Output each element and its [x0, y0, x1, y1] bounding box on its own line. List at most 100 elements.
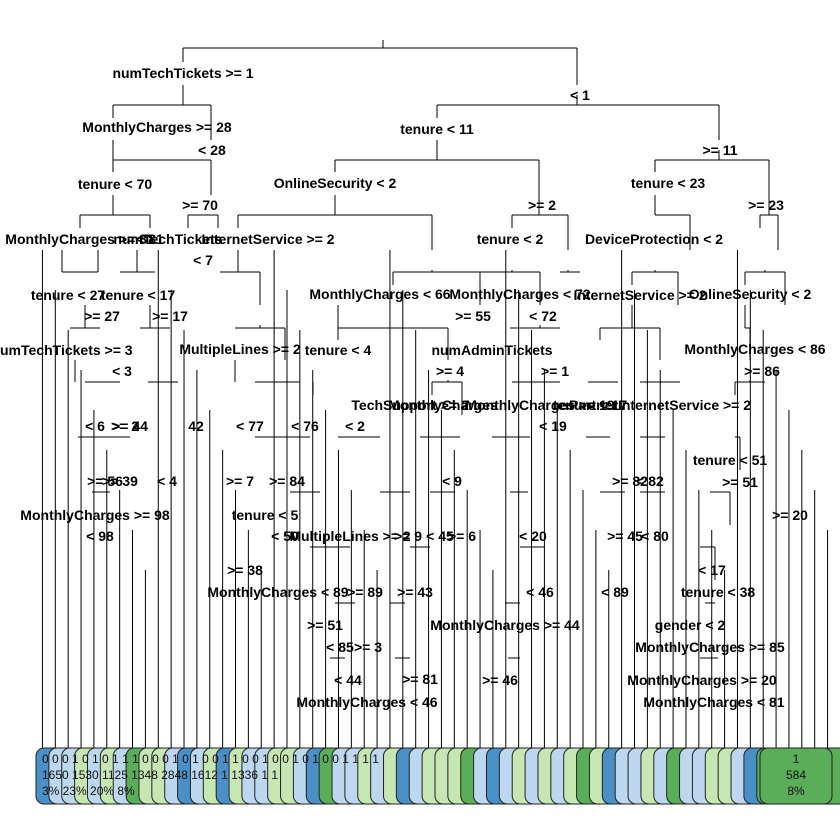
split-label: >= 86	[744, 363, 780, 379]
split-label: DeviceProtection < 2	[585, 231, 723, 247]
split-label: >= 84	[269, 473, 305, 489]
split-label: < 46	[526, 584, 554, 600]
split-label: OnlineSecurity < 2	[274, 175, 397, 191]
leaf-percent-label-rightmost: 8%	[787, 784, 805, 798]
split-label: < 4	[157, 473, 177, 489]
split-label: >= 70	[182, 197, 218, 213]
split-label: >= 55	[455, 308, 491, 324]
leaf-node-box-rightmost	[759, 747, 833, 805]
split-label: >= 27	[84, 308, 120, 324]
split-label: >= 89	[347, 584, 383, 600]
leaf-count-label-rightmost: 584	[786, 768, 806, 782]
split-label: MonthlyCharges >= 81	[5, 231, 155, 247]
split-label: MonthlyCharges >= 44	[430, 617, 580, 633]
split-label: < 19	[539, 418, 567, 434]
split-label: MonthlyCharges < 81	[643, 694, 784, 710]
split-label: TechSupport >= 2	[351, 397, 468, 413]
split-label: < 45	[426, 528, 454, 544]
split-label: >= 7	[226, 473, 254, 489]
split-label: < 3	[112, 363, 132, 379]
split-label: >= 2	[111, 418, 139, 434]
split-label: >= 9	[394, 528, 422, 544]
split-label: numTechTickets	[113, 231, 222, 247]
split-label: >= 46	[482, 672, 518, 688]
split-label: tenure < 51	[693, 452, 768, 468]
split-label: MonthlyCharges >= 28	[82, 119, 232, 135]
split-label: < 44	[334, 672, 362, 688]
split-label: MonthlyCharges < 66	[309, 286, 450, 302]
split-label: >= 56	[87, 473, 123, 489]
split-label: >= 51	[722, 474, 758, 490]
split-label: MonthlyCharges < 86	[684, 341, 825, 357]
split-label: < 85	[326, 639, 354, 655]
split-label: >= 51	[307, 617, 343, 633]
split-label: tenure < 17	[101, 287, 176, 303]
split-label: >= 45	[607, 528, 643, 544]
split-label: < 7	[193, 252, 213, 268]
split-label: < 89	[601, 584, 629, 600]
split-label: < 17	[698, 562, 726, 578]
split-label: MonthlyCharges >= 20	[627, 672, 777, 688]
split-label: >= 11	[702, 142, 737, 158]
split-label: MonthlyCharges >= 19	[465, 397, 615, 413]
split-label: >= 17	[152, 308, 188, 324]
split-label: tenure < 4	[305, 342, 372, 358]
leaf-percent-row: 3% 23% 20% 8%	[42, 784, 135, 798]
split-label: numTechTickets >= 3	[0, 342, 133, 358]
split-label: < 77	[236, 418, 264, 434]
split-label: InternetService >= 2	[201, 231, 334, 247]
split-label: >= 1	[541, 363, 569, 379]
split-label: < 76	[291, 418, 319, 434]
split-label: tenure < 17	[553, 397, 628, 413]
split-label: >= 81	[402, 671, 438, 687]
split-label: < 81	[136, 231, 164, 247]
split-label: tenure < 27	[31, 287, 106, 303]
split-label: >= 39	[102, 473, 138, 489]
leaf-class-label-rightmost: 1	[793, 752, 800, 766]
split-label: PartnerInternetService >= 2	[569, 397, 751, 413]
split-label: MonthlyCharges < 89	[207, 584, 348, 600]
leaf-row: 1 584 8% 0 0 0 1 0 1 0 1 1 1 0 0 0 1 0 1 0 …	[35, 747, 840, 805]
split-label: 42	[188, 418, 204, 434]
split-label: MultipleLines >= 2	[289, 528, 411, 544]
split-label: tenure < 23	[631, 175, 706, 191]
leaf-count-row: 1650 1530 1125 1348 2848 1612 1 1336 1 1	[42, 768, 278, 782]
split-label: < 9	[442, 473, 462, 489]
split-label: >= 44	[112, 418, 148, 434]
split-label: gender < 2	[655, 617, 726, 633]
split-label: tenure < 2	[477, 231, 544, 247]
split-label: MonthlyCharges < 46	[296, 694, 437, 710]
split-label: >= 20	[772, 507, 808, 523]
split-label: tenure < 11	[400, 121, 474, 137]
split-label: MultipleLines >= 2	[179, 341, 301, 357]
split-label: tenure < 70	[78, 176, 153, 192]
split-label: MonthlyCharges >= 98	[20, 507, 170, 523]
split-label: tenure < 5	[232, 507, 299, 523]
leaf-class-row: 0 0 0 1 0 1 0 1 1 1 0 0 0 1 0 1 0 0 1 1 …	[42, 752, 379, 766]
split-label: >= 4	[436, 363, 464, 379]
split-label: < 1	[570, 87, 590, 103]
split-label: >= 6	[448, 528, 476, 544]
split-label: MonthlyCharges >= 85	[635, 639, 785, 655]
split-label: >= 2	[528, 197, 556, 213]
split-label: < 82	[636, 473, 664, 489]
split-label: numTechTickets >= 1	[112, 65, 253, 81]
split-label: < 20	[519, 528, 547, 544]
split-label: < 98	[86, 528, 114, 544]
split-label: < 80	[641, 528, 669, 544]
split-label: >= 82	[612, 473, 648, 489]
split-label: >= 43	[397, 584, 433, 600]
split-label: MonthlyCharges	[388, 397, 498, 413]
split-label: < 50	[271, 528, 299, 544]
split-label: OnlineSecurity < 2	[689, 286, 812, 302]
split-label: tenure < 38	[681, 584, 756, 600]
split-label: >= 38	[227, 562, 263, 578]
split-label: < 6	[85, 418, 105, 434]
split-label: < 28	[198, 142, 226, 158]
split-label: >= 3	[354, 639, 382, 655]
split-label: >= 23	[748, 197, 784, 213]
split-label: numAdminTickets	[431, 342, 552, 358]
split-label: < 72	[529, 308, 557, 324]
tree-edges	[41, 40, 829, 748]
